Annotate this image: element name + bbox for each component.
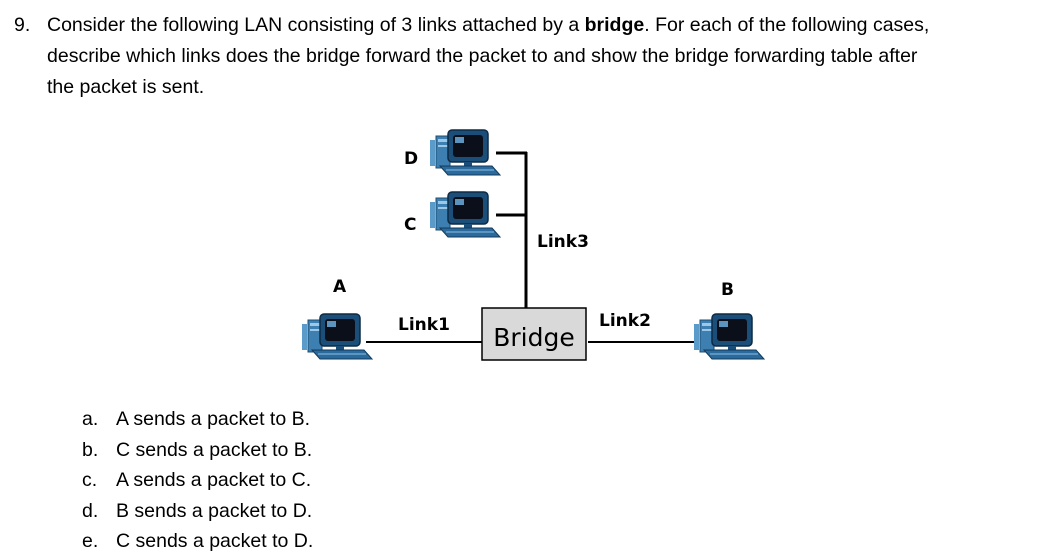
- host-d-label: D: [404, 149, 418, 169]
- host-b-computer-icon: [693, 313, 765, 360]
- host-a-label: A: [333, 277, 347, 297]
- case-b: b.C sends a packet to B.: [82, 438, 313, 461]
- host-b-label: B: [721, 280, 734, 300]
- case-d: d.B sends a packet to D.: [82, 499, 313, 522]
- case-list: a.A sends a packet to B. b.C sends a pac…: [82, 404, 313, 557]
- host-d-computer-icon: [429, 129, 501, 176]
- question-number: 9.: [14, 14, 31, 36]
- link1-label: Link1: [398, 315, 450, 335]
- question-text: 9.Consider the following LAN consisting …: [14, 10, 1024, 103]
- host-c-label: C: [404, 215, 416, 235]
- host-c-computer-icon: [429, 191, 501, 238]
- bridge-label: Bridge: [493, 323, 575, 352]
- case-e: e.C sends a packet to D.: [82, 530, 314, 552]
- bridge-emphasis: bridge: [584, 14, 645, 36]
- case-a: a.A sends a packet to B.: [82, 408, 311, 430]
- bridge-box: [481, 307, 587, 361]
- link2-label: Link2: [599, 311, 651, 331]
- link3-label: Link3: [537, 232, 589, 252]
- host-a-computer-icon: [301, 313, 373, 360]
- case-c: c.A sends a packet to C.: [82, 469, 312, 491]
